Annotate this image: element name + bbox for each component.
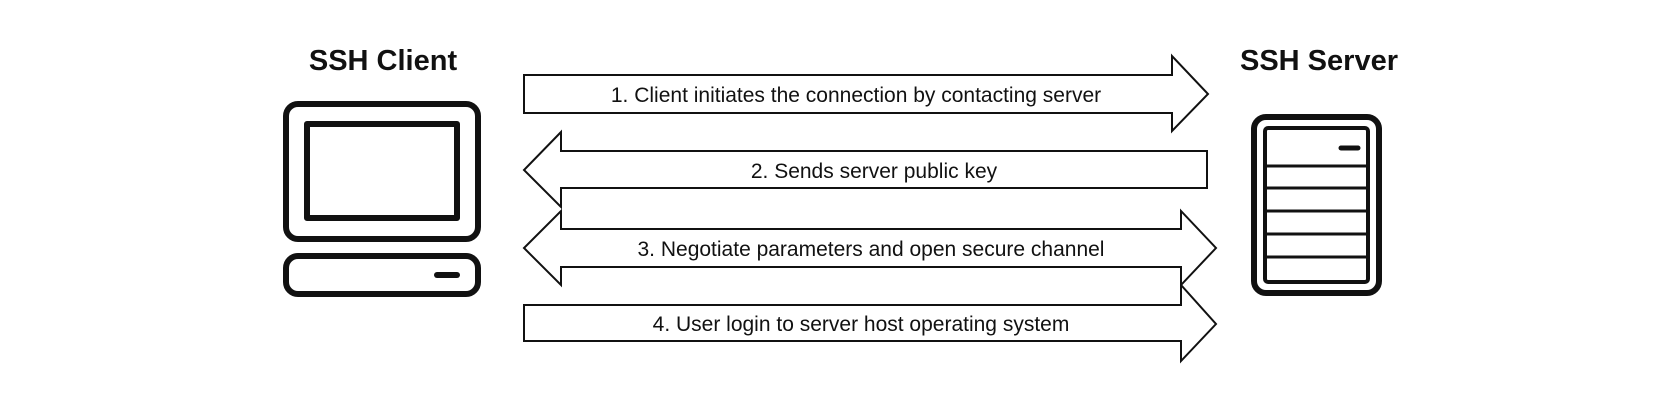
computer-base <box>283 253 481 297</box>
server-rack-icon <box>1251 114 1382 296</box>
desktop-computer-icon <box>283 101 481 297</box>
monitor-screen <box>304 121 460 221</box>
step-4-label: 4. User login to server host operating s… <box>653 313 1070 336</box>
double-arrow-shape <box>522 208 1218 288</box>
step-2-arrow: 2. Sends server public key <box>522 129 1208 210</box>
step-2-label: 2. Sends server public key <box>751 160 998 183</box>
left-arrow-shape <box>522 129 1208 210</box>
step-1-arrow: 1. Client initiates the connection by co… <box>523 53 1210 134</box>
monitor-outer <box>283 101 481 242</box>
server-title: SSH Server <box>1240 45 1398 77</box>
right-arrow-shape <box>523 53 1210 134</box>
server-inner <box>1263 126 1370 284</box>
right-arrow-shape <box>523 282 1218 364</box>
client-title: SSH Client <box>309 45 458 77</box>
step-1-label: 1. Client initiates the connection by co… <box>611 84 1101 107</box>
server-outer <box>1251 114 1382 296</box>
step-4-arrow: 4. User login to server host operating s… <box>523 282 1218 364</box>
step-3-arrow: 3. Negotiate parameters and open secure … <box>522 208 1218 288</box>
server-drive-bays <box>1265 164 1368 259</box>
step-3-label: 3. Negotiate parameters and open secure … <box>638 238 1105 261</box>
